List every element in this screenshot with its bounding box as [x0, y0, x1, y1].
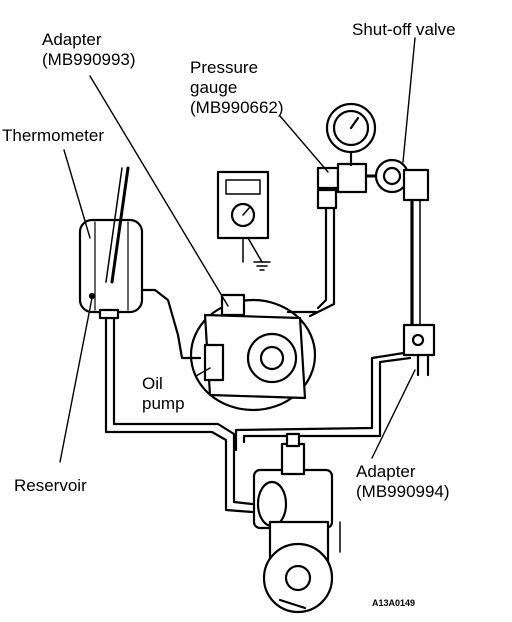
leader-lines [59, 37, 416, 463]
oil-pump-label-line1: Oil [142, 374, 163, 393]
adapter-top-label-line1: Adapter [42, 30, 102, 49]
adapter-bottom-label-line1: Adapter [356, 462, 416, 481]
reservoir-label: Reservoir [14, 476, 87, 495]
adapter-bottom-label-line2: (MB990994) [356, 482, 450, 501]
steering-gearbox [252, 432, 341, 614]
adapter-top-label-line2: (MB990993) [42, 50, 136, 69]
pressure-gauge-label-line2: gauge [190, 78, 238, 97]
thermometer [105, 166, 130, 284]
shutoff-valve-label: Shut-off valve [352, 20, 456, 39]
pressure-gauge-label-line3: (MB990662) [190, 98, 284, 117]
oil-pump [189, 293, 317, 412]
oil-pump-label-line2: pump [142, 394, 185, 413]
multimeter [216, 170, 271, 271]
thermometer-label: Thermometer [2, 126, 105, 145]
adapter-top-label: Adapter (MB990993) [42, 30, 136, 70]
oil-pump-label: Oil pump [142, 374, 185, 414]
gauge-valve-assembly [316, 102, 430, 210]
adapter-fitting [402, 323, 436, 377]
pressure-gauge-label-line1: Pressure [190, 58, 259, 77]
adapter-bottom-label: Adapter (MB990994) [356, 462, 450, 502]
pressure-gauge-label: Pressure gauge (MB990662) [190, 58, 284, 118]
hoses [104, 196, 421, 514]
figure-code: A13A0149 [372, 598, 416, 608]
reservoir [78, 218, 144, 320]
